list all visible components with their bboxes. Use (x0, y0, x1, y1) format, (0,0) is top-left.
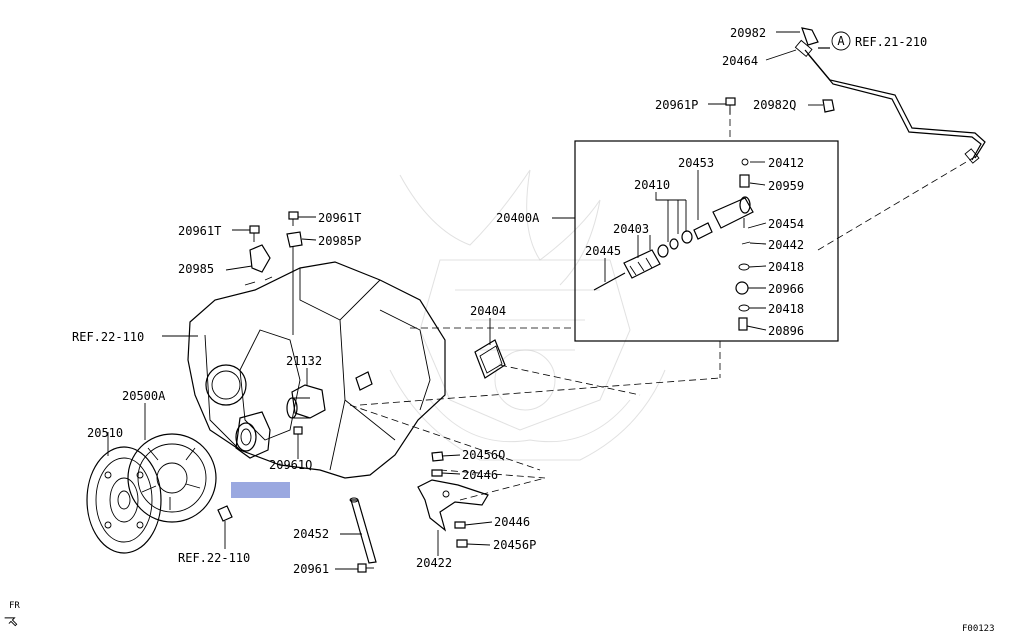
label-ref-22-110-bottom[interactable]: REF.22-110 (178, 551, 250, 565)
shaft-20452 (349, 497, 377, 564)
clutch-cover-20500a (127, 433, 217, 523)
label-20985p[interactable]: 20985P (318, 234, 361, 248)
label-20961p[interactable]: 20961P (655, 98, 698, 112)
bolt-20961q (293, 426, 303, 441)
fr-label: FR (9, 601, 20, 611)
label-20453[interactable]: 20453 (678, 156, 714, 170)
label-20959[interactable]: 20959 (768, 179, 804, 193)
label-20961q[interactable]: 20961Q (269, 458, 312, 472)
label-20445[interactable]: 20445 (585, 244, 621, 258)
label-20418-upper[interactable]: 20418 (768, 260, 804, 274)
part-labels: 20982 REF.21-210 20464 20961P 20982Q 204… (72, 26, 927, 576)
release-fork-20422 (417, 479, 489, 532)
label-20456q[interactable]: 20456Q (462, 448, 505, 462)
bolt-20961 (357, 563, 374, 573)
label-20412[interactable]: 20412 (768, 156, 804, 170)
label-20446-upper[interactable]: 20446 (462, 468, 498, 482)
boot-20404 (474, 339, 506, 379)
pipe-clip-20982 (801, 27, 819, 46)
dashed-reference-lines (349, 108, 979, 501)
label-20982q[interactable]: 20982Q (753, 98, 796, 112)
watermark-logo (389, 169, 666, 461)
clip-20982q (822, 99, 835, 113)
label-20446-lower[interactable]: 20446 (494, 515, 530, 529)
label-20452[interactable]: 20452 (293, 527, 329, 541)
label-20404[interactable]: 20404 (470, 304, 506, 318)
clip-20985 (249, 244, 271, 273)
dowel-pin (217, 505, 233, 522)
ref-marker-letter: A (837, 34, 845, 48)
label-20985[interactable]: 20985 (178, 262, 214, 276)
slave-cylinder-detail-box (574, 140, 839, 342)
label-20410[interactable]: 20410 (634, 178, 670, 192)
label-20403[interactable]: 20403 (613, 222, 649, 236)
bearing-retainer-21132 (286, 384, 326, 419)
clutch-disc-20510 (86, 446, 162, 554)
label-20966[interactable]: 20966 (768, 282, 804, 296)
label-20510[interactable]: 20510 (87, 426, 123, 440)
label-20500a[interactable]: 20500A (122, 389, 166, 403)
clutch-pipe (794, 27, 986, 164)
leader-lines (107, 31, 823, 570)
clip-20985p (286, 231, 303, 248)
label-20961t-right[interactable]: 20961T (318, 211, 361, 225)
label-20982[interactable]: 20982 (730, 26, 766, 40)
front-direction-indicator: FR (4, 601, 20, 627)
label-20418-lower[interactable]: 20418 (768, 302, 804, 316)
label-ref-22-110-top[interactable]: REF.22-110 (72, 330, 144, 344)
ref-marker-a[interactable]: A (831, 31, 851, 51)
fork-clips (431, 451, 468, 548)
label-20456p[interactable]: 20456P (493, 538, 536, 552)
label-20961[interactable]: 20961 (293, 562, 329, 576)
label-20400a[interactable]: 20400A (496, 211, 540, 225)
bolts-20961t (249, 211, 299, 242)
label-20442[interactable]: 20442 (768, 238, 804, 252)
label-20896[interactable]: 20896 (768, 324, 804, 338)
bolt-20961p (725, 97, 736, 114)
label-20422[interactable]: 20422 (416, 556, 452, 570)
highlighted-part-box (231, 482, 290, 498)
label-20464[interactable]: 20464 (722, 54, 758, 68)
release-bearing (231, 411, 290, 498)
label-21132[interactable]: 21132 (286, 354, 322, 368)
label-20454[interactable]: 20454 (768, 217, 804, 231)
label-ref-21-210[interactable]: REF.21-210 (855, 35, 927, 49)
label-20961t-left[interactable]: 20961T (178, 224, 221, 238)
fr-arrow-icon (4, 617, 18, 627)
figure-code: F00123 (962, 624, 995, 634)
transmission-case (187, 261, 446, 479)
